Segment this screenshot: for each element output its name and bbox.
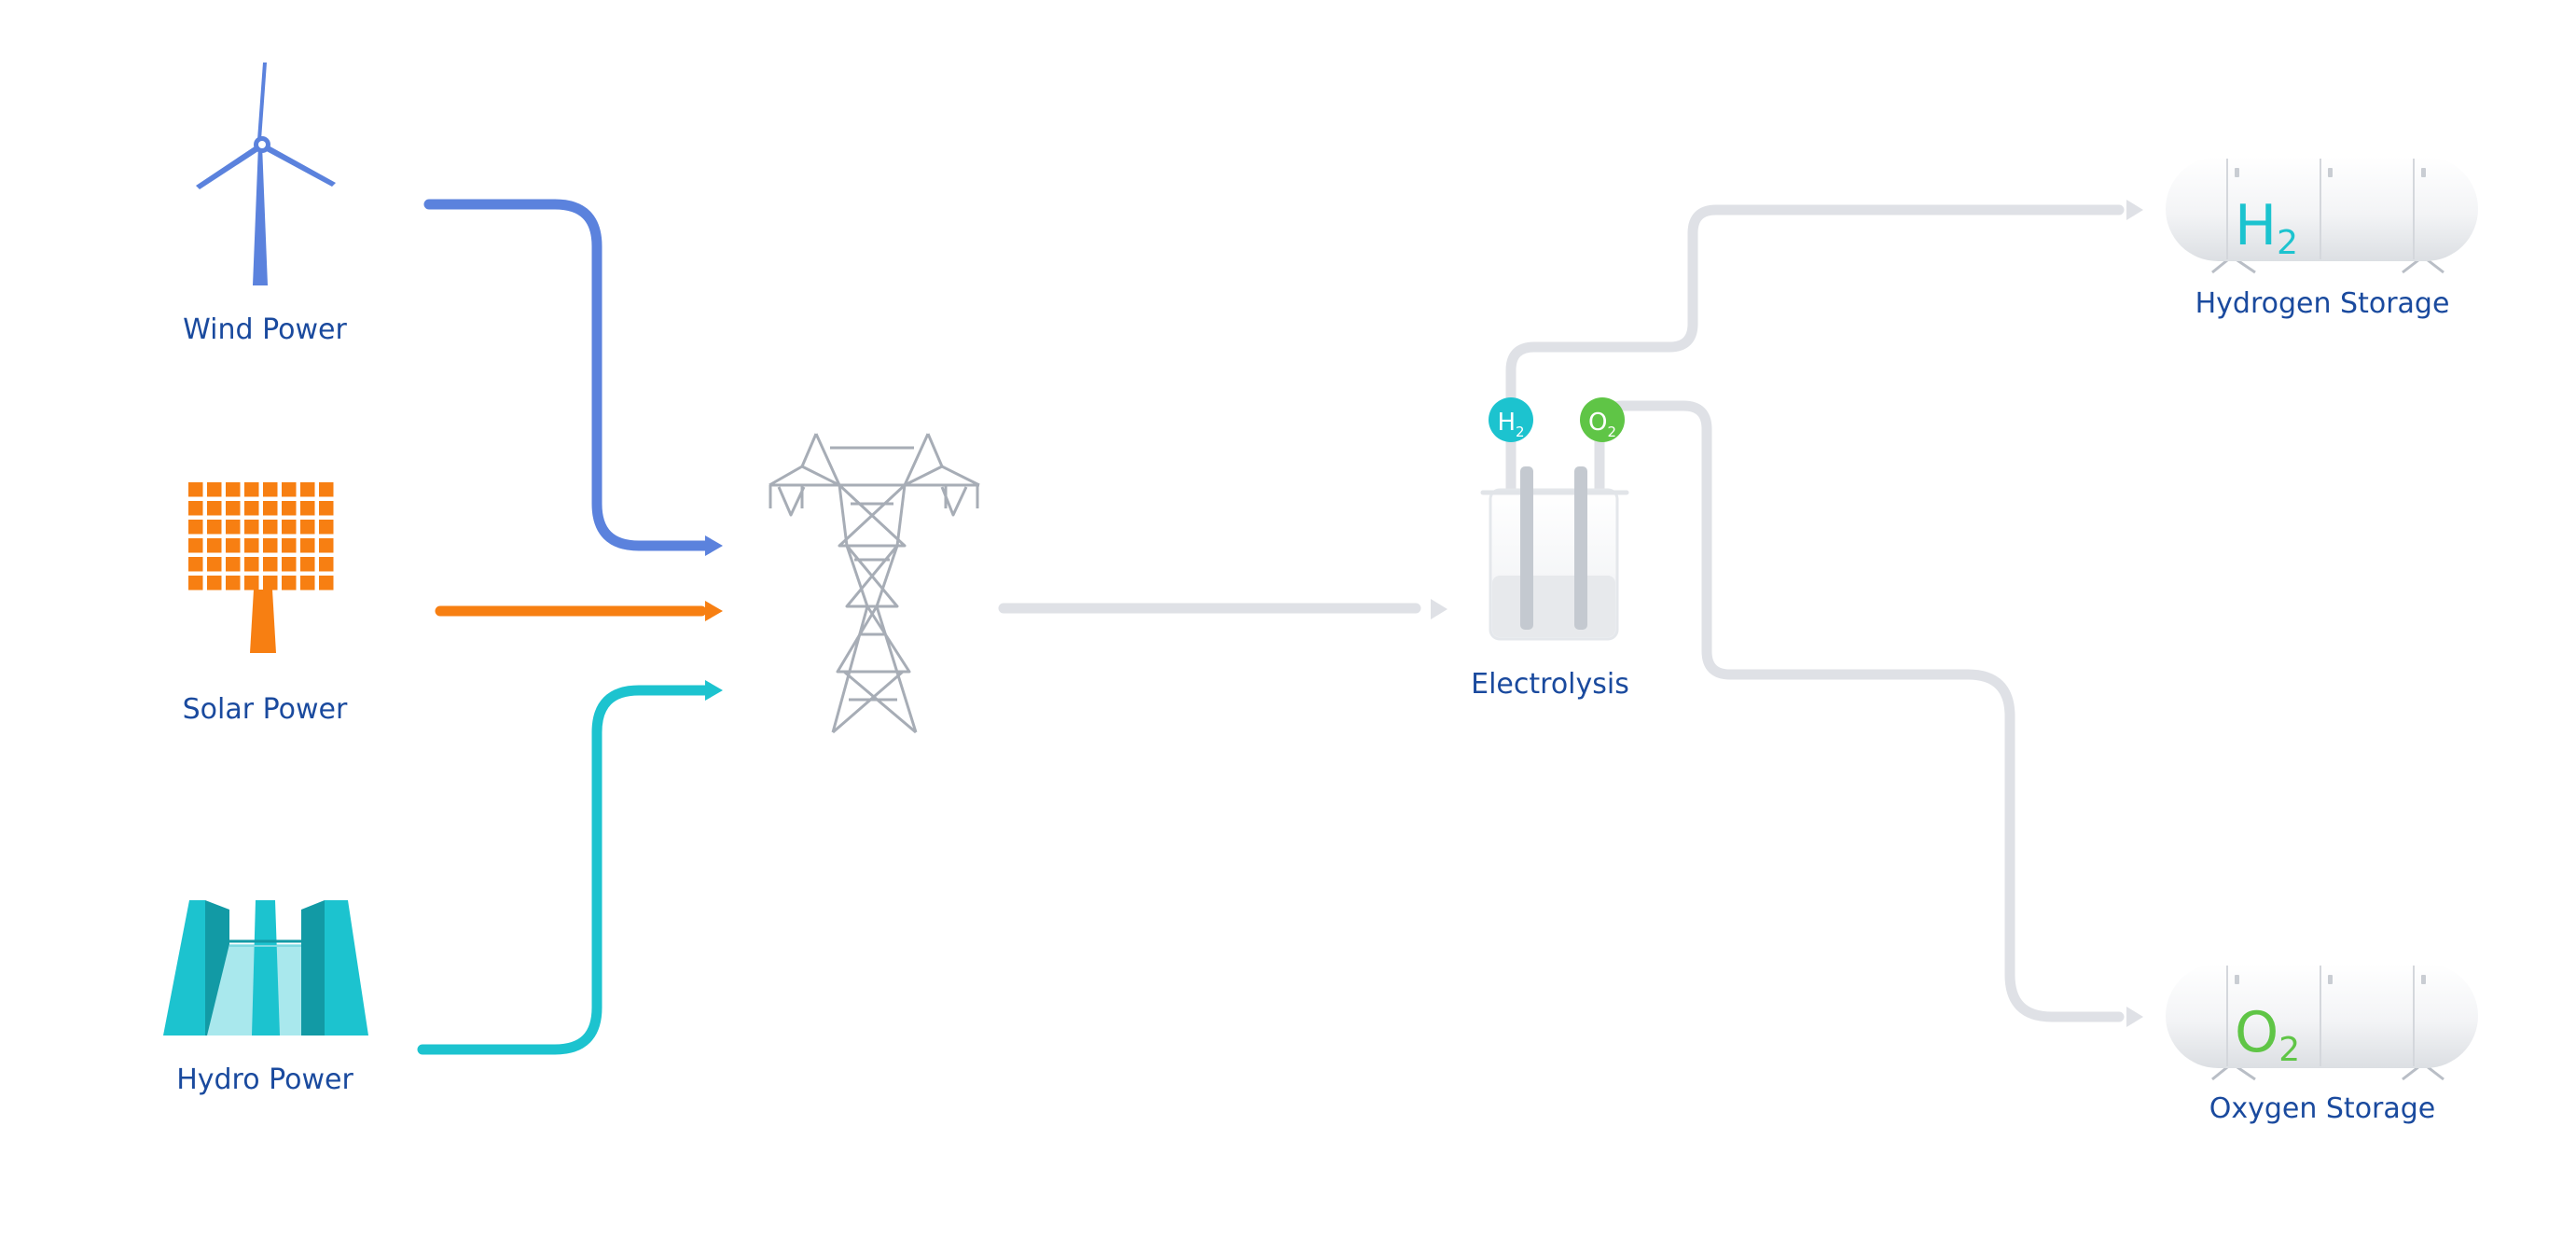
solar-cell bbox=[300, 501, 315, 516]
solar-cell bbox=[188, 482, 203, 497]
solar-cell bbox=[226, 538, 241, 553]
oxygen-tank-icon: O2 bbox=[2166, 964, 2478, 1081]
solar-cell bbox=[263, 482, 278, 497]
solar-cell bbox=[207, 482, 222, 497]
solar-cell bbox=[188, 520, 203, 535]
solar-cell bbox=[282, 482, 297, 497]
svg-text:H2: H2 bbox=[2235, 193, 2298, 262]
hydro-power-label: Hydro Power bbox=[176, 1063, 353, 1096]
solar-cell bbox=[244, 501, 259, 516]
solar-cell bbox=[244, 538, 259, 553]
electrolysis-label: Electrolysis bbox=[1471, 668, 1629, 701]
wind-turbine-icon bbox=[196, 63, 336, 285]
solar-cell bbox=[263, 501, 278, 516]
solar-cell bbox=[188, 538, 203, 553]
oxygen-storage-label: Oxygen Storage bbox=[2209, 1092, 2436, 1125]
solar-cell bbox=[226, 520, 241, 535]
solar-cell bbox=[226, 557, 241, 572]
solar-cell bbox=[319, 482, 334, 497]
oxygen-badge: O2 bbox=[1580, 397, 1625, 442]
solar-cell bbox=[226, 576, 241, 591]
solar-cell bbox=[319, 501, 334, 516]
solar-power-line bbox=[435, 601, 723, 621]
solar-cell bbox=[207, 557, 222, 572]
solar-cell bbox=[300, 538, 315, 553]
solar-cell bbox=[263, 538, 278, 553]
solar-cell bbox=[244, 520, 259, 535]
solar-cell bbox=[300, 482, 315, 497]
solar-cell bbox=[188, 557, 203, 572]
solar-cell bbox=[319, 576, 334, 591]
solar-cell bbox=[282, 576, 297, 591]
solar-cell bbox=[207, 501, 222, 516]
solar-cell bbox=[244, 576, 259, 591]
wind-power-line bbox=[423, 199, 723, 556]
solar-power-label: Solar Power bbox=[183, 693, 348, 726]
hydro-dam-icon bbox=[163, 900, 368, 1035]
solar-cell bbox=[207, 520, 222, 535]
solar-cell bbox=[188, 576, 203, 591]
oxygen-pipe bbox=[1594, 400, 2143, 1027]
solar-cell bbox=[282, 520, 297, 535]
solar-cell bbox=[244, 557, 259, 572]
svg-text:O2: O2 bbox=[1588, 409, 1616, 440]
solar-cell bbox=[319, 538, 334, 553]
solar-cell bbox=[263, 520, 278, 535]
hydrogen-storage-label: Hydrogen Storage bbox=[2195, 287, 2450, 320]
wind-power-label: Wind Power bbox=[183, 313, 347, 346]
solar-cell bbox=[319, 557, 334, 572]
solar-cell bbox=[282, 501, 297, 516]
solar-cell bbox=[300, 576, 315, 591]
solar-cell bbox=[244, 482, 259, 497]
solar-cell bbox=[226, 501, 241, 516]
solar-cell bbox=[207, 576, 222, 591]
grid-to-electrolysis-pipe bbox=[998, 599, 1447, 619]
solar-cell bbox=[263, 576, 278, 591]
power-pylon-icon bbox=[769, 433, 980, 734]
solar-cell bbox=[188, 501, 203, 516]
solar-cell bbox=[282, 557, 297, 572]
hydrogen-tank-symbol: H bbox=[2235, 193, 2277, 258]
solar-panel-icon bbox=[188, 482, 334, 653]
solar-cell bbox=[282, 538, 297, 553]
solar-cell bbox=[226, 482, 241, 497]
svg-text:H2: H2 bbox=[1497, 409, 1524, 440]
solar-cell bbox=[263, 557, 278, 572]
oxygen-tank-symbol: O bbox=[2235, 1000, 2278, 1065]
svg-text:O2: O2 bbox=[2235, 1000, 2300, 1069]
electrolysis-beaker-icon bbox=[1480, 466, 1629, 641]
solar-cell bbox=[319, 520, 334, 535]
solar-cell bbox=[207, 538, 222, 553]
hydrogen-badge: H2 bbox=[1489, 397, 1533, 442]
hydrogen-tank-icon: H2 bbox=[2166, 157, 2478, 274]
solar-cell bbox=[300, 520, 315, 535]
hydro-power-line bbox=[417, 680, 723, 1055]
hydrogen-pipe bbox=[1505, 200, 2143, 495]
solar-cell bbox=[300, 557, 315, 572]
